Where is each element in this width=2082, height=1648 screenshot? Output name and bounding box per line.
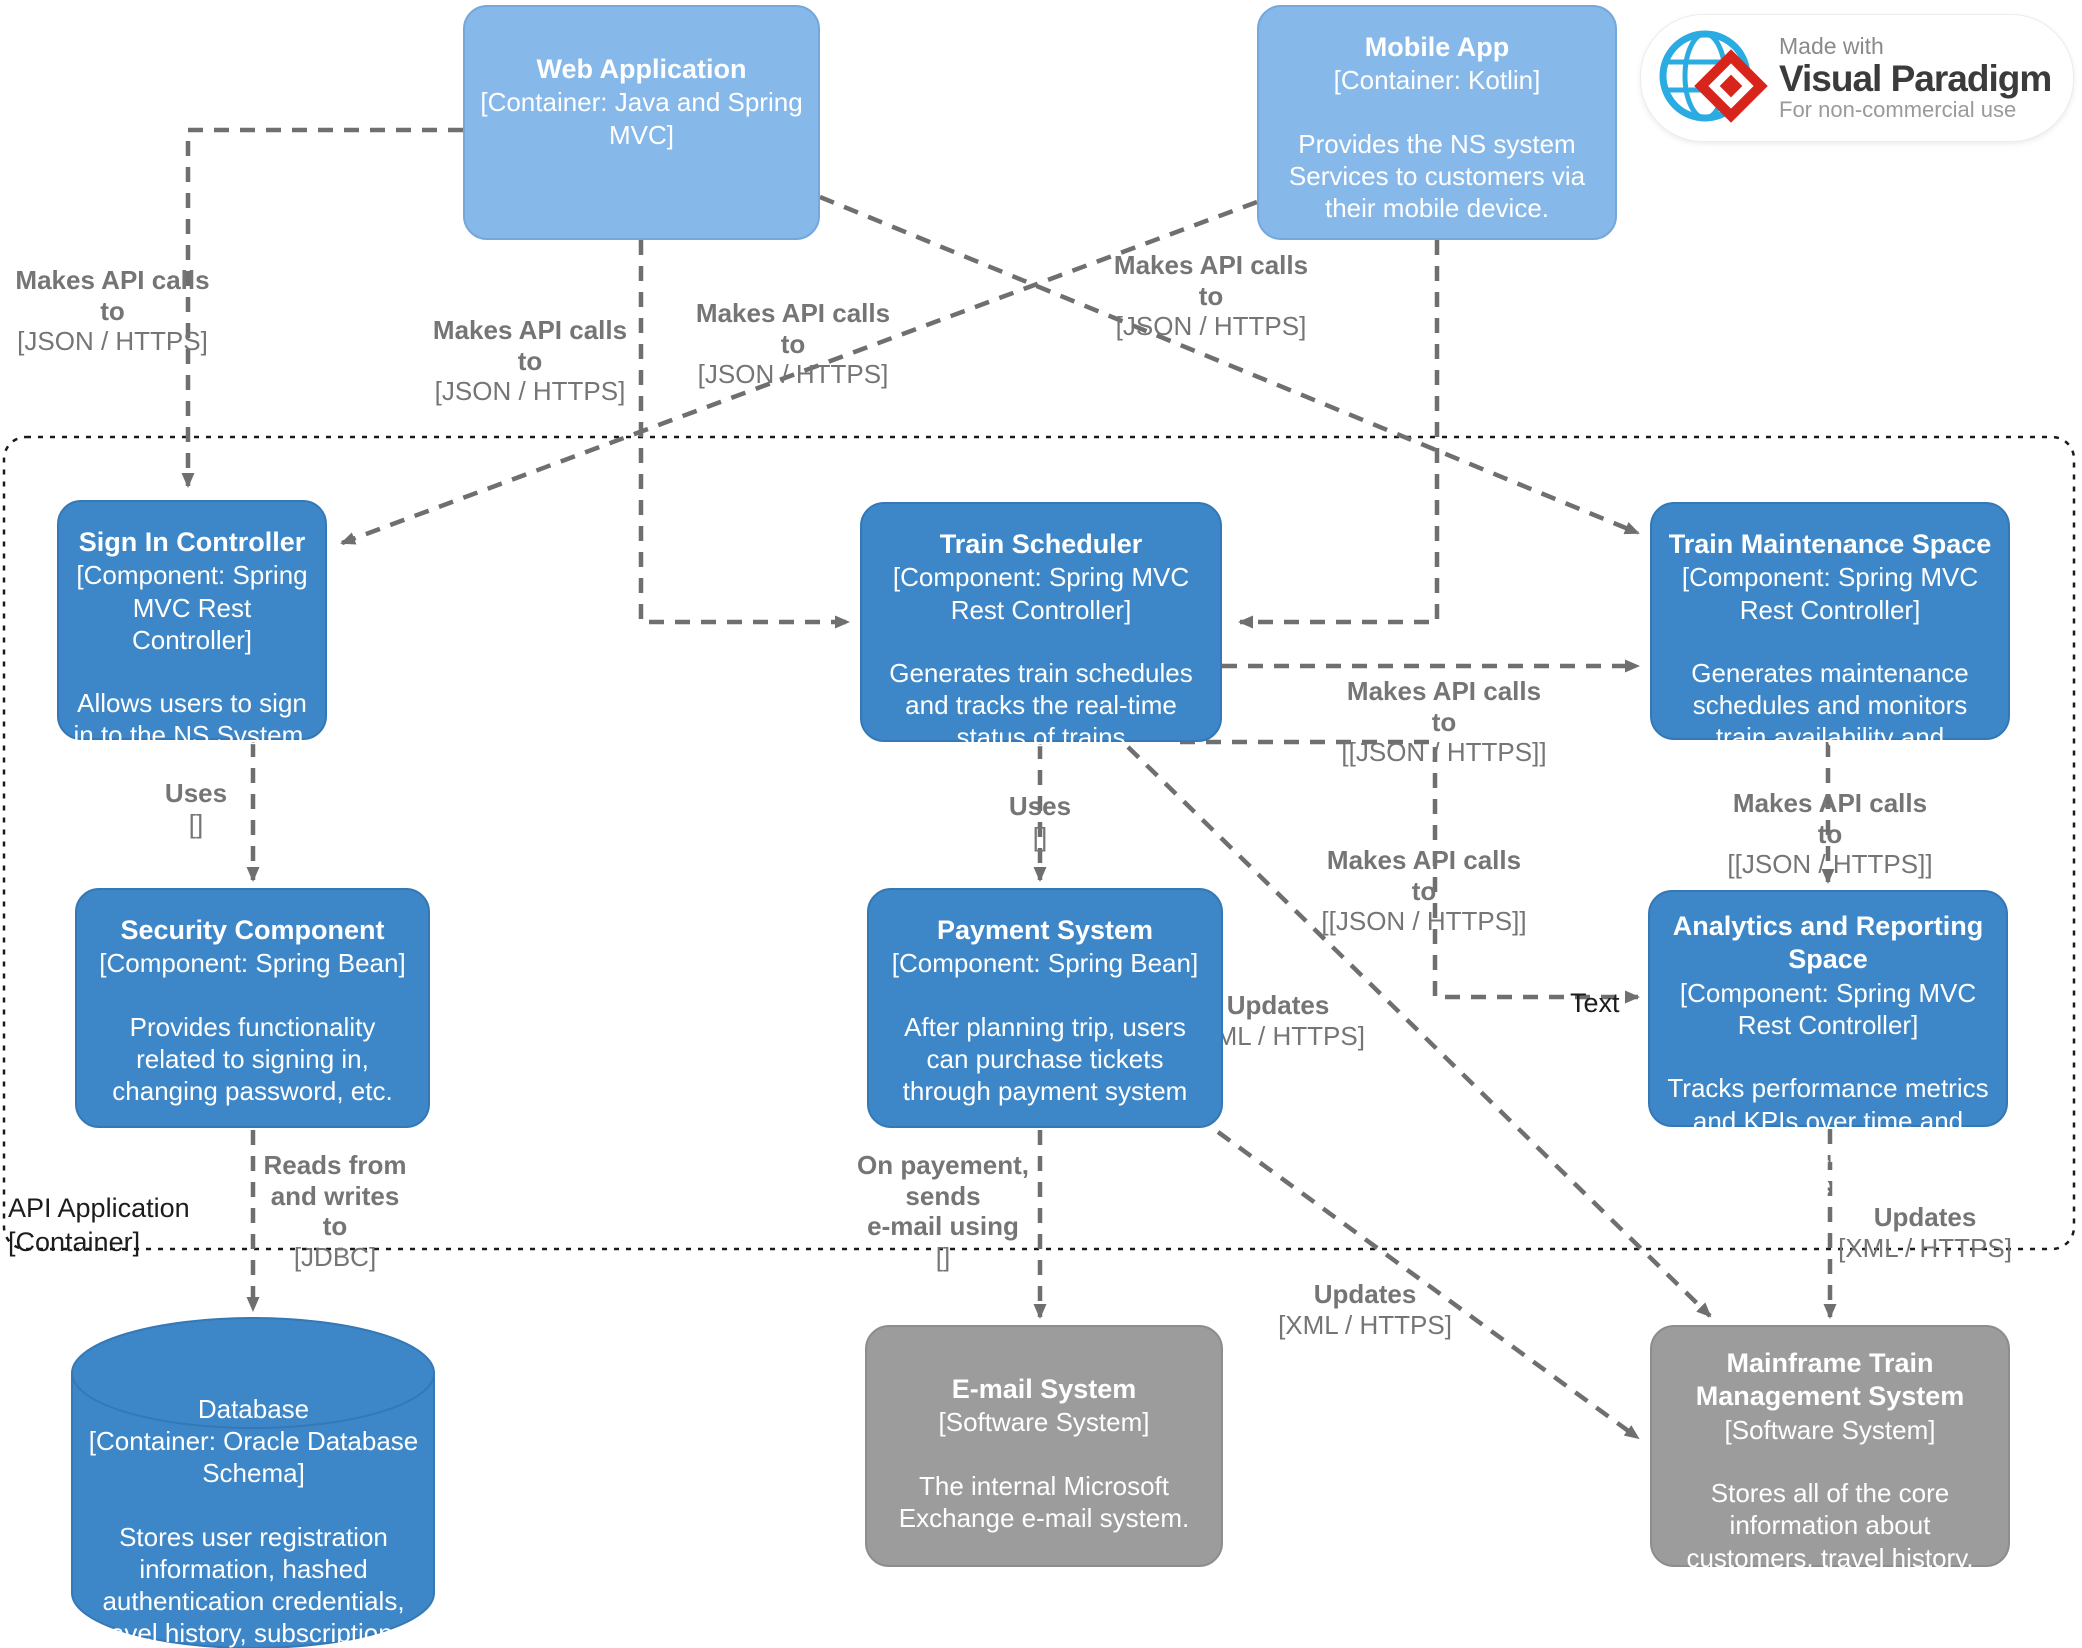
node-subtitle: [Component: Spring MVC Rest Controller] bbox=[1681, 562, 1979, 625]
visual-paradigm-logo-icon bbox=[1659, 30, 1768, 123]
node-subtitle: [Component: Spring Bean] bbox=[99, 948, 406, 979]
node-subtitle: [Component: Spring MVC Rest Controller] bbox=[892, 562, 1190, 625]
node-web-application[interactable]: Web Application [Container: Java and Spr… bbox=[463, 5, 820, 240]
badge-brand: Visual Paradigm bbox=[1779, 58, 2052, 99]
node-title: Mainframe Train Management System bbox=[1695, 1348, 1965, 1412]
node-subtitle: [Component: Spring MVC Rest Controller] bbox=[76, 560, 308, 655]
node-title: Train Scheduler bbox=[939, 529, 1143, 559]
edge-payment-mainframe[interactable] bbox=[1216, 1130, 1640, 1440]
node-description: Allows users to sign in to the NS System… bbox=[73, 688, 311, 751]
edge-trainscheduler-analytics[interactable] bbox=[1180, 739, 1640, 1004]
node-description: Stores all of the core information about… bbox=[1686, 1478, 1974, 1605]
edge-webapp-trainmaintenance[interactable] bbox=[819, 194, 1640, 536]
edge-label-security-database: Reads from and writes to [JDBC] bbox=[263, 1150, 407, 1273]
node-train-scheduler[interactable]: Train Scheduler [Component: Spring MVC R… bbox=[860, 502, 1222, 752]
node-description: The internal Microsoft Exchange e-mail s… bbox=[898, 1470, 1190, 1533]
edge-trainscheduler-mainframe[interactable] bbox=[1126, 745, 1712, 1318]
badge-subtext: For non-commercial use bbox=[1779, 97, 2017, 122]
api-application-boundary[interactable] bbox=[2, 435, 2076, 1251]
edge-webapp-trainscheduler[interactable] bbox=[638, 240, 850, 629]
boundary-label-line1: API Application bbox=[8, 1193, 190, 1223]
node-mobile-app[interactable]: Mobile App [Container: Kotlin] Provides … bbox=[1257, 5, 1617, 240]
node-sign-in-controller[interactable]: Sign In Controller [Component: Spring MV… bbox=[57, 500, 327, 750]
edge-label-payment-mainframe: Updates [XML / HTTPS] bbox=[1278, 1279, 1452, 1340]
node-title: Security Component bbox=[120, 915, 385, 945]
node-subtitle: [Container: Kotlin] bbox=[1333, 65, 1541, 96]
edge-label-webapp-signin: Makes API calls to [JSON / HTTPS] bbox=[15, 265, 210, 357]
node-description: Generates train schedules and tracks the… bbox=[889, 657, 1193, 753]
edge-label-mobileapp-trainscheduler: Makes API calls to [JSON / HTTPS] bbox=[1113, 250, 1309, 342]
node-subtitle: [Component: Spring MVC Rest Controller] bbox=[1679, 977, 1977, 1041]
edge-label-trainscheduler-analytics: Makes API calls to [[JSON / HTTPS]] bbox=[1321, 845, 1527, 937]
node-title: Sign In Controller bbox=[78, 527, 306, 557]
node-description: Provides the NS system Services to custo… bbox=[1288, 128, 1586, 224]
node-subtitle: [Software System] bbox=[1724, 1414, 1936, 1445]
database-cylinder-shape bbox=[71, 1317, 435, 1648]
node-description: Generates maintenance schedules and moni… bbox=[1676, 657, 1984, 785]
node-description: After planning trip, users can purchase … bbox=[902, 1011, 1188, 1107]
node-title: Train Maintenance Space bbox=[1668, 529, 1992, 559]
node-subtitle: [Component: Spring Bean] bbox=[891, 948, 1199, 979]
node-email-system[interactable]: E-mail System [Software System] The inte… bbox=[865, 1325, 1223, 1567]
node-database[interactable]: Database [Container: Oracle Database Sch… bbox=[77, 1393, 430, 1648]
node-title: Mobile App bbox=[1364, 32, 1510, 62]
node-mainframe-train-management[interactable]: Mainframe Train Management System [Softw… bbox=[1650, 1325, 2010, 1605]
node-subtitle: [Container: Java and Spring MVC] bbox=[480, 87, 803, 150]
node-title: Database bbox=[197, 1394, 310, 1424]
edge-webapp-signin[interactable] bbox=[181, 127, 463, 488]
boundary-label: API Application [Container] bbox=[8, 1192, 190, 1260]
node-payment-system[interactable]: Payment System [Component: Spring Bean] … bbox=[867, 888, 1223, 1128]
node-title: E-mail System bbox=[951, 1374, 1137, 1404]
node-security-component[interactable]: Security Component [Component: Spring Be… bbox=[75, 888, 430, 1128]
boundary-label-line2: [Container] bbox=[8, 1226, 141, 1257]
visual-paradigm-badge[interactable]: Made with Visual Paradigm For non-commer… bbox=[1640, 14, 2074, 142]
node-description: Provides functionality related to signin… bbox=[112, 1011, 393, 1107]
edge-label-signin-security: Uses [] bbox=[164, 778, 228, 839]
node-title: Web Application bbox=[536, 54, 747, 84]
edge-label-mobileapp-signin: Makes API calls to [JSON / HTTPS] bbox=[695, 298, 891, 390]
node-subtitle: [Software System] bbox=[938, 1407, 1150, 1438]
node-title: Analytics and Reporting Space bbox=[1672, 911, 1984, 975]
edge-label-trainscheduler-payment: Uses [] bbox=[1008, 791, 1072, 852]
node-description: Tracks performance metrics and KPIs over… bbox=[1664, 1073, 1992, 1201]
edge-label-webapp-trainscheduler: Makes API calls to [JSON / HTTPS] bbox=[432, 315, 628, 407]
node-subtitle: [Container: Oracle Database Schema] bbox=[88, 1426, 419, 1489]
node-description: Stores user registration information, ha… bbox=[94, 1521, 413, 1648]
edge-label-text: Text bbox=[1570, 988, 1620, 1018]
badge-made-with: Made with bbox=[1779, 33, 1884, 59]
edge-label-trainscheduler-trainmaintenance: Makes API calls to [[JSON / HTTPS]] bbox=[1341, 676, 1547, 768]
edge-label-trainmaintenance-analytics: Makes API calls to [[JSON / HTTPS]] bbox=[1727, 788, 1933, 880]
edge-mobileapp-signin[interactable] bbox=[340, 199, 1258, 546]
edge-label-payment-email: On payement, sends e-mail using [] bbox=[857, 1150, 1029, 1273]
node-analytics-reporting-space[interactable]: Analytics and Reporting Space [Component… bbox=[1648, 890, 2008, 1200]
edge-label-analytics-mainframe: Updates [XML / HTTPS] bbox=[1838, 1202, 2012, 1263]
node-train-maintenance-space[interactable]: Train Maintenance Space [Component: Spri… bbox=[1650, 502, 2010, 785]
node-title: Payment System bbox=[936, 915, 1154, 945]
